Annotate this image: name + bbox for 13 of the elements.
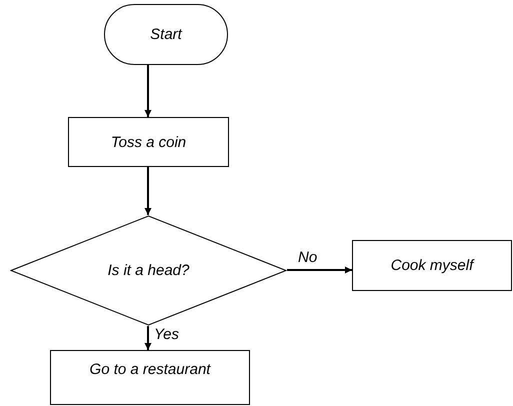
- process-box: [50, 350, 250, 405]
- node-label: Is it a head?: [108, 262, 190, 279]
- node-label: Start: [150, 26, 182, 43]
- node-label: Toss a coin: [110, 134, 186, 150]
- arrow: [144, 326, 152, 350]
- decision-diamond: [10, 215, 287, 326]
- node-label: Go to a restaurant: [90, 361, 210, 378]
- arrow: [144, 167, 152, 215]
- arrow: [144, 65, 152, 117]
- arrow: [287, 266, 352, 274]
- process-box: [68, 117, 229, 167]
- node-label: Cook myself: [390, 257, 474, 274]
- process-box: [352, 240, 512, 291]
